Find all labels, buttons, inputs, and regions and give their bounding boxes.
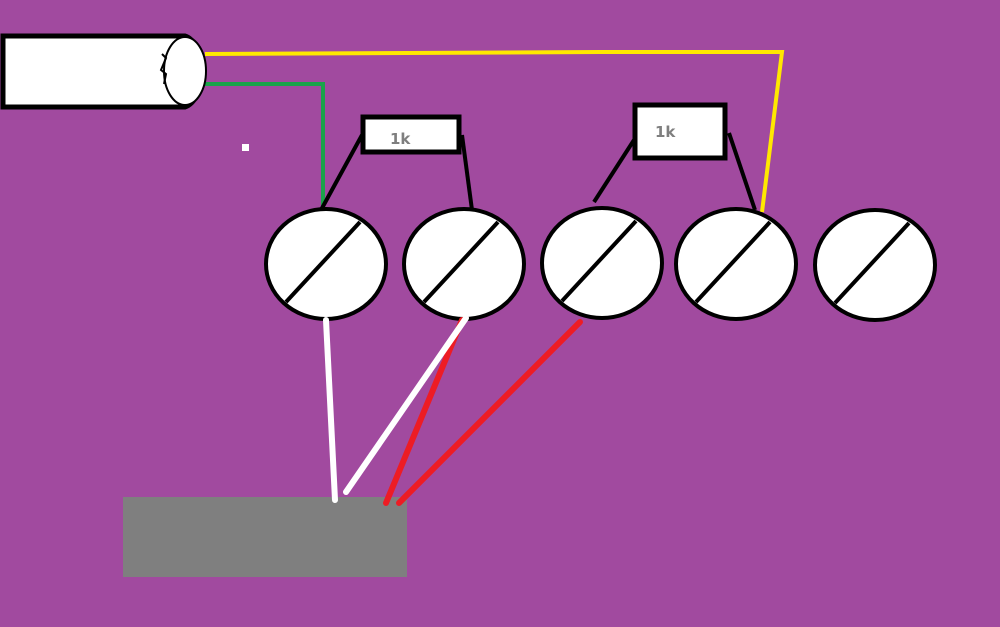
wire-white	[323, 317, 338, 503]
wire-green	[205, 82, 325, 212]
resistor-lead	[460, 134, 474, 211]
connector	[0, 33, 207, 110]
gray-module	[123, 497, 407, 577]
resistor-lead	[592, 138, 636, 204]
resistor-2-label: 1k	[655, 123, 676, 141]
resistor-2: 1k	[632, 102, 728, 161]
terminal-5	[813, 208, 937, 322]
stray-dot	[242, 144, 249, 151]
terminal-2	[402, 207, 526, 321]
resistor-lead	[727, 132, 757, 211]
terminal-3	[540, 206, 664, 320]
resistor-1-label: 1k	[390, 130, 411, 148]
wire-white	[343, 315, 469, 495]
wire-red	[396, 319, 583, 506]
wire-yellow	[204, 50, 785, 213]
terminal-1	[264, 207, 388, 321]
wire-red	[383, 317, 465, 506]
terminal-4	[674, 207, 798, 321]
resistor-lead	[319, 134, 364, 211]
resistor-1: 1k	[360, 114, 462, 155]
